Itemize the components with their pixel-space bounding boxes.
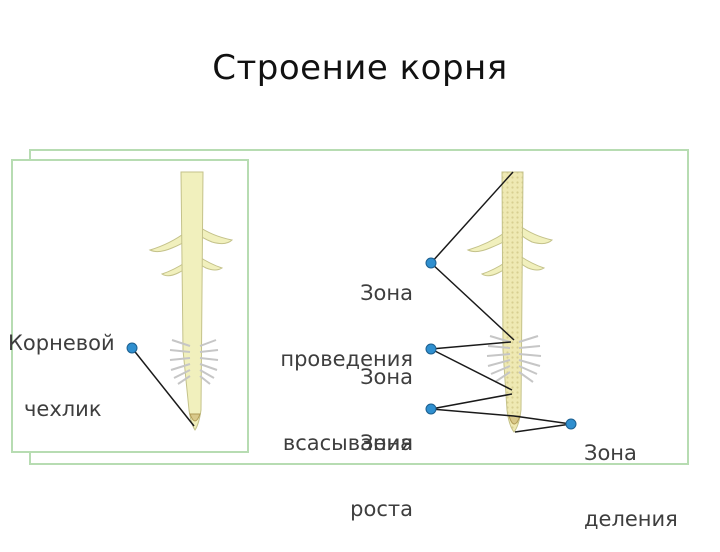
label-root-cap-line2: чехлик (24, 397, 102, 421)
right-root-branch (519, 255, 546, 271)
left-root-hairs (169, 339, 219, 385)
right-root-branch (519, 225, 553, 245)
marker-division (565, 418, 577, 430)
pointer-lines (430, 171, 572, 433)
root-structure-diagram (11, 149, 689, 465)
page-title: Строение корня (212, 48, 508, 88)
right-root-axis (501, 171, 524, 433)
label-division-line1: Зона (584, 441, 637, 465)
left-root (148, 171, 234, 431)
label-absorption-zone: Зона всасывания (258, 322, 413, 476)
label-division-line2: деления (584, 507, 678, 531)
label-conduction-line2: проведения (280, 347, 413, 371)
label-growth-line2: роста (350, 497, 413, 521)
label-root-cap: Корневой чехлик (8, 288, 115, 442)
left-panel-frame (11, 159, 249, 453)
label-conduction-zone: Зона проведения (258, 238, 413, 392)
marker-conduction (425, 257, 437, 269)
pointer-line-cap (131, 347, 195, 427)
right-root-cap (508, 415, 521, 425)
label-growth-zone: Зона роста (258, 388, 413, 542)
pointer-line-division (513, 415, 572, 433)
label-division-zone: Зона деления (584, 398, 678, 552)
right-root-hairs (486, 335, 542, 383)
left-root-cap (189, 413, 201, 422)
pointer-line-absorption (430, 341, 513, 391)
label-root-cap-line1: Корневой (8, 331, 115, 355)
pointer-line-conduction (430, 171, 515, 341)
right-root-branch (466, 231, 508, 253)
marker-absorption (425, 343, 437, 355)
label-growth-line1: Зона (360, 431, 413, 455)
right-root (466, 171, 553, 433)
pointer-line-growth (430, 393, 515, 417)
label-absorption-line1: Зона (360, 365, 413, 389)
label-conduction-line1: Зона (360, 281, 413, 305)
label-absorption-line2: всасывания (282, 431, 413, 455)
marker-cap (126, 342, 138, 354)
marker-growth (425, 403, 437, 415)
